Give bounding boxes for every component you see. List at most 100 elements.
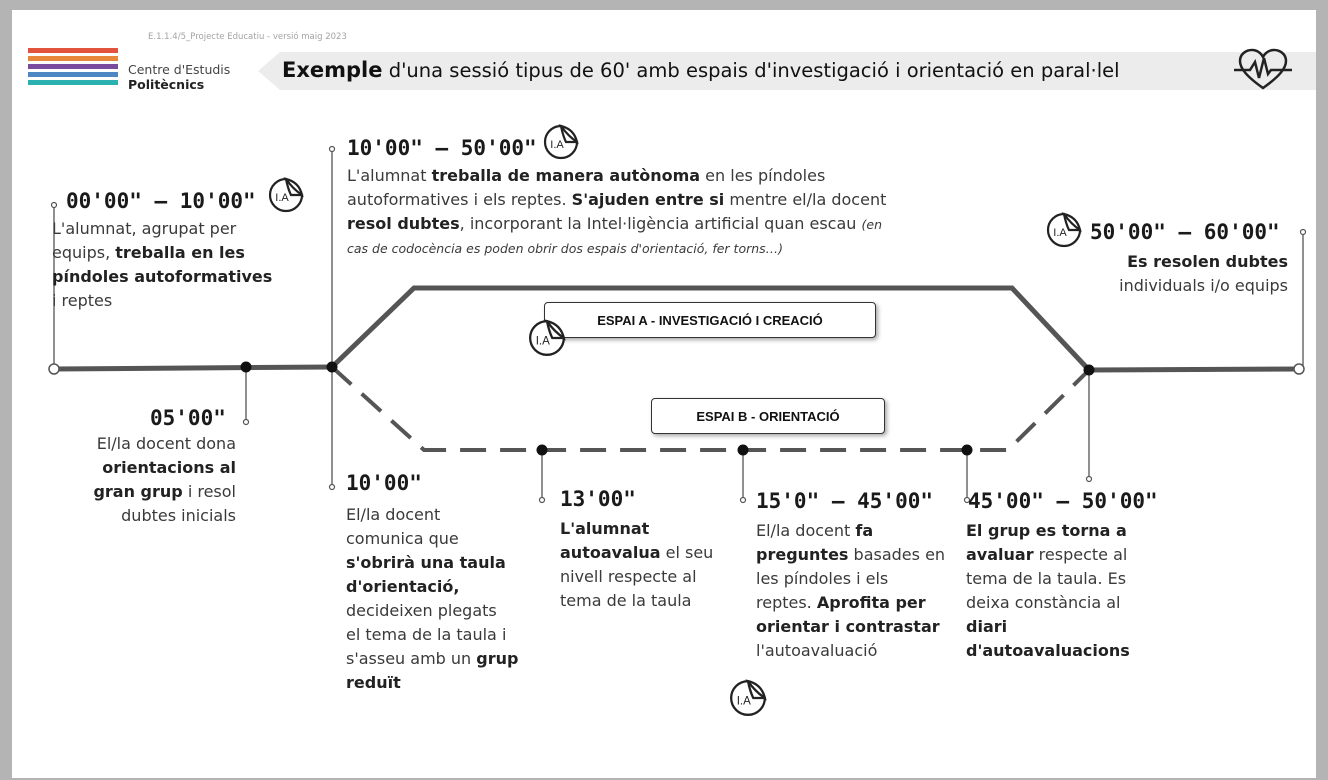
text-line: tema de la taula	[560, 591, 692, 610]
logo-bar	[28, 48, 118, 53]
text-bold: reduït	[346, 673, 401, 692]
connector-end	[739, 496, 747, 504]
text-bold: treballa de manera autònoma	[431, 166, 701, 185]
text-line: orientacions al	[30, 456, 236, 480]
text-span: mentre el/la docent	[724, 190, 887, 209]
text-bold: diari	[966, 617, 1008, 636]
connector-end	[328, 145, 336, 153]
ia-label: I.A	[536, 335, 550, 347]
text-bold: autoavalua	[560, 543, 661, 562]
text-line: El/la docent dona	[96, 434, 236, 453]
text-line: Es resolen dubtes	[1086, 250, 1288, 274]
text-bold: s'obrirà una taula	[346, 553, 506, 572]
step-description: L'alumnat autoavalua el seu nivell respe…	[560, 517, 736, 613]
org-line1: Centre d'Estudis	[128, 62, 231, 77]
title-banner	[258, 52, 1316, 90]
text-line: El grup es torna a	[966, 519, 1172, 543]
text-line: decideixen plegats	[346, 601, 497, 620]
logo-bar	[28, 80, 118, 85]
text-span: en les píndoles	[700, 166, 826, 185]
text-bold: grup	[476, 649, 519, 668]
text-line: gran grup i resol	[30, 480, 236, 504]
milestone-dot	[1083, 364, 1095, 376]
text-bold: preguntes	[756, 545, 849, 564]
text-line: resol dubtes, incorporant la Intel·ligèn…	[347, 212, 1007, 237]
text-bold: Es resolen dubtes	[1127, 252, 1288, 271]
step-time: 10'00" – 50'00"	[347, 136, 537, 160]
text-bold: L'alumnat	[560, 519, 650, 538]
main-line-left	[53, 364, 333, 372]
text-line: L'alumnat	[560, 517, 736, 541]
connector-end	[50, 201, 58, 209]
text-note: (en	[861, 217, 883, 232]
text-line: s'obrirà una taula	[346, 551, 536, 575]
milestone-dot	[737, 444, 749, 456]
step-time: 10'00"	[346, 471, 422, 495]
text-span: basades en	[848, 545, 946, 564]
ia-label: I.A	[1053, 227, 1067, 239]
text-line: diari	[966, 615, 1172, 639]
text-bold: d'orientació,	[346, 577, 460, 596]
start-point	[48, 363, 60, 375]
espai-b-box: ESPAI B - ORIENTACIÓ	[651, 398, 885, 434]
text-bold: d'autoavaluacions	[966, 641, 1130, 660]
text-span: reptes.	[756, 593, 817, 612]
text-line: d'autoavaluacions	[966, 639, 1172, 663]
connector-end	[1299, 228, 1307, 236]
text-span: El/la docent	[756, 521, 856, 540]
step-description: El/la docent dona orientacions al gran g…	[30, 432, 236, 528]
text-span: i resol	[182, 482, 236, 501]
logo-bar	[28, 56, 118, 61]
ia-label: I.A	[737, 695, 751, 707]
step-time: 15'0" – 45'00"	[756, 489, 934, 513]
text-span: s'asseu amb un	[346, 649, 477, 668]
text-line: les píndoles i els	[756, 569, 889, 588]
text-bold: S'ajuden entre si	[571, 190, 725, 209]
text-line: reduït	[346, 671, 536, 695]
page-title: Exemple d'una sessió tipus de 60' amb es…	[282, 57, 1120, 84]
step-description: El/la docent fa preguntes basades en les…	[756, 519, 962, 663]
connector-end	[963, 496, 971, 504]
text-line: El/la docent fa	[756, 519, 962, 543]
logo-bar	[28, 64, 118, 69]
step-time: 50'00" – 60'00"	[1090, 220, 1280, 244]
text-line: el tema de la taula i	[346, 625, 507, 644]
step-time: 45'00" – 50'00"	[968, 489, 1158, 513]
path-espai-b	[330, 365, 1091, 452]
text-span: respecte al	[1033, 545, 1128, 564]
step-description: Es resolen dubtes individuals i/o equips	[1086, 250, 1288, 298]
text-line: nivell respecte al	[560, 567, 697, 586]
text-span: , incorporant la Intel·ligència artifici…	[459, 214, 862, 233]
text-bold: treballa en les	[115, 243, 245, 262]
text-span: el seu	[660, 543, 714, 562]
text-bold: avaluar	[966, 545, 1034, 564]
connector-end	[1085, 475, 1093, 483]
main-line-right	[1088, 366, 1300, 373]
page-background	[12, 10, 1316, 778]
text-line: autoavalua el seu	[560, 541, 736, 565]
ia-label: I.A	[275, 192, 289, 204]
text-bold: orientar i contrastar	[756, 617, 940, 636]
text-line: equips, treballa en les	[52, 241, 322, 265]
text-span: L'alumnat	[347, 166, 432, 185]
text-line: individuals i/o equips	[1119, 276, 1288, 295]
connector-end	[538, 496, 546, 504]
text-line: dubtes inicials	[121, 506, 236, 525]
text-bold: El grup es torna a	[966, 521, 1127, 540]
text-line: l'autoavaluació	[756, 641, 878, 660]
org-line2: Politècnics	[128, 77, 205, 92]
milestone-dot	[240, 361, 252, 373]
text-line: d'orientació,	[346, 575, 536, 599]
text-bold: orientacions al	[102, 458, 236, 477]
heart-pulse-icon	[1234, 48, 1292, 90]
title-bold: Exemple	[282, 58, 383, 82]
text-bold: píndoles autoformatives	[52, 267, 273, 286]
step-description: El/la docent comunica que s'obrirà una t…	[346, 503, 536, 695]
ia-sticker-icon: I.A	[730, 679, 767, 716]
text-line: El/la docent	[346, 505, 441, 524]
text-bold: gran grup	[93, 482, 183, 501]
text-line: L'alumnat treballa de manera autònoma en…	[347, 164, 1007, 188]
text-bold: Aprofita per	[816, 593, 926, 612]
ia-sticker-icon: I.A	[268, 177, 304, 213]
